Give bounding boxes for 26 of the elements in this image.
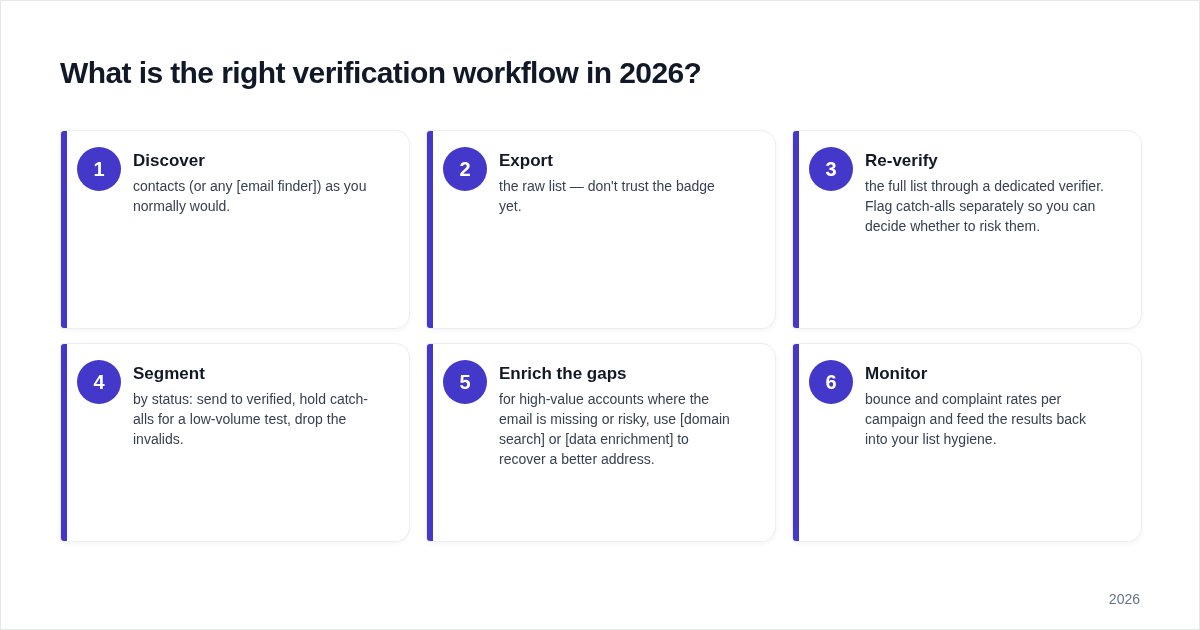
step-heading: Export: [499, 151, 553, 171]
step-description: for high-value accounts where the email is missing or risky, use [domain search] or [data enrichment] to recover a better address.: [499, 390, 731, 469]
step-heading: Enrich the gaps: [499, 364, 627, 384]
step-card: [793, 131, 1141, 328]
step-heading: Segment: [133, 364, 205, 384]
step-description: the raw list — don't trust the badge yet.: [499, 177, 716, 216]
step-number: 2: [443, 147, 487, 191]
step-number: 4: [77, 360, 121, 404]
diagram-title: What is the right verification workflow in 2026?: [60, 56, 702, 90]
step-card: [427, 344, 775, 541]
step-card: [61, 131, 409, 328]
step-heading: Re-verify: [865, 151, 938, 171]
step-card: [793, 344, 1141, 541]
step-number: 1: [77, 147, 121, 191]
step-description: by status: send to verified, hold catch-alls for a low-volume test, drop the invalids.: [133, 390, 369, 449]
step-card: [427, 131, 775, 328]
step-number: 6: [809, 360, 853, 404]
step-heading: Discover: [133, 151, 205, 171]
step-heading: Monitor: [865, 364, 928, 384]
footer-year: 2026: [1108, 591, 1140, 607]
step-number: 5: [443, 360, 487, 404]
step-description: bounce and complaint rates per campaign and feed the results back into your list hygiene.: [865, 390, 1088, 449]
step-card: [61, 344, 409, 541]
step-description: the full list through a dedicated verifier. Flag catch-alls separately so you can decide whether to risk them.: [865, 177, 1105, 236]
step-description: contacts (or any [email finder]) as you normally would.: [133, 177, 368, 216]
step-number: 3: [809, 147, 853, 191]
